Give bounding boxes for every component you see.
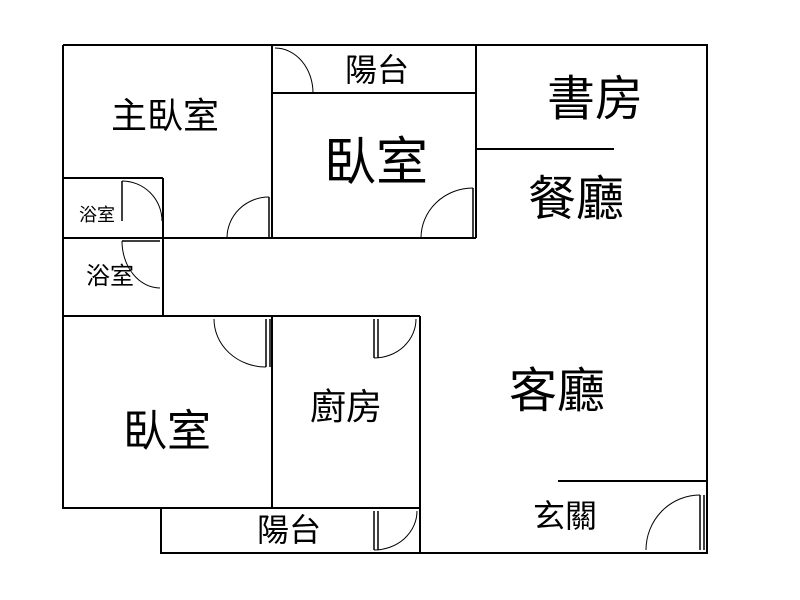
room-label-study: 書房: [547, 71, 643, 127]
doors: [121, 47, 705, 551]
door: [121, 180, 163, 222]
door: [121, 240, 161, 289]
room-label-entrance: 玄關: [533, 497, 597, 535]
door: [373, 318, 417, 359]
room-label-bath-1: 浴室: [79, 205, 115, 226]
door: [274, 47, 314, 94]
outer-wall: [62, 44, 708, 554]
room-label-bedroom-bottom: 臥室: [123, 406, 211, 457]
door: [645, 494, 705, 551]
room-label-bath-2: 浴室: [86, 262, 134, 290]
door: [373, 510, 418, 551]
room-label-balcony-bottom: 陽台: [257, 511, 321, 549]
room-label-balcony-top: 陽台: [345, 51, 409, 89]
room-label-living: 客廳: [509, 363, 605, 419]
room-labels: 主臥室 陽台 臥室 書房 餐廳 浴室 浴室 臥室 廚房 客廳 陽台 玄關: [79, 51, 643, 549]
room-label-kitchen: 廚房: [310, 387, 382, 428]
room-label-dining: 餐廳: [528, 171, 624, 227]
room-label-master-bedroom: 主臥室: [111, 96, 219, 137]
room-label-bedroom-top: 臥室: [324, 133, 428, 193]
door: [226, 196, 270, 239]
door: [213, 318, 271, 368]
door: [420, 187, 474, 239]
